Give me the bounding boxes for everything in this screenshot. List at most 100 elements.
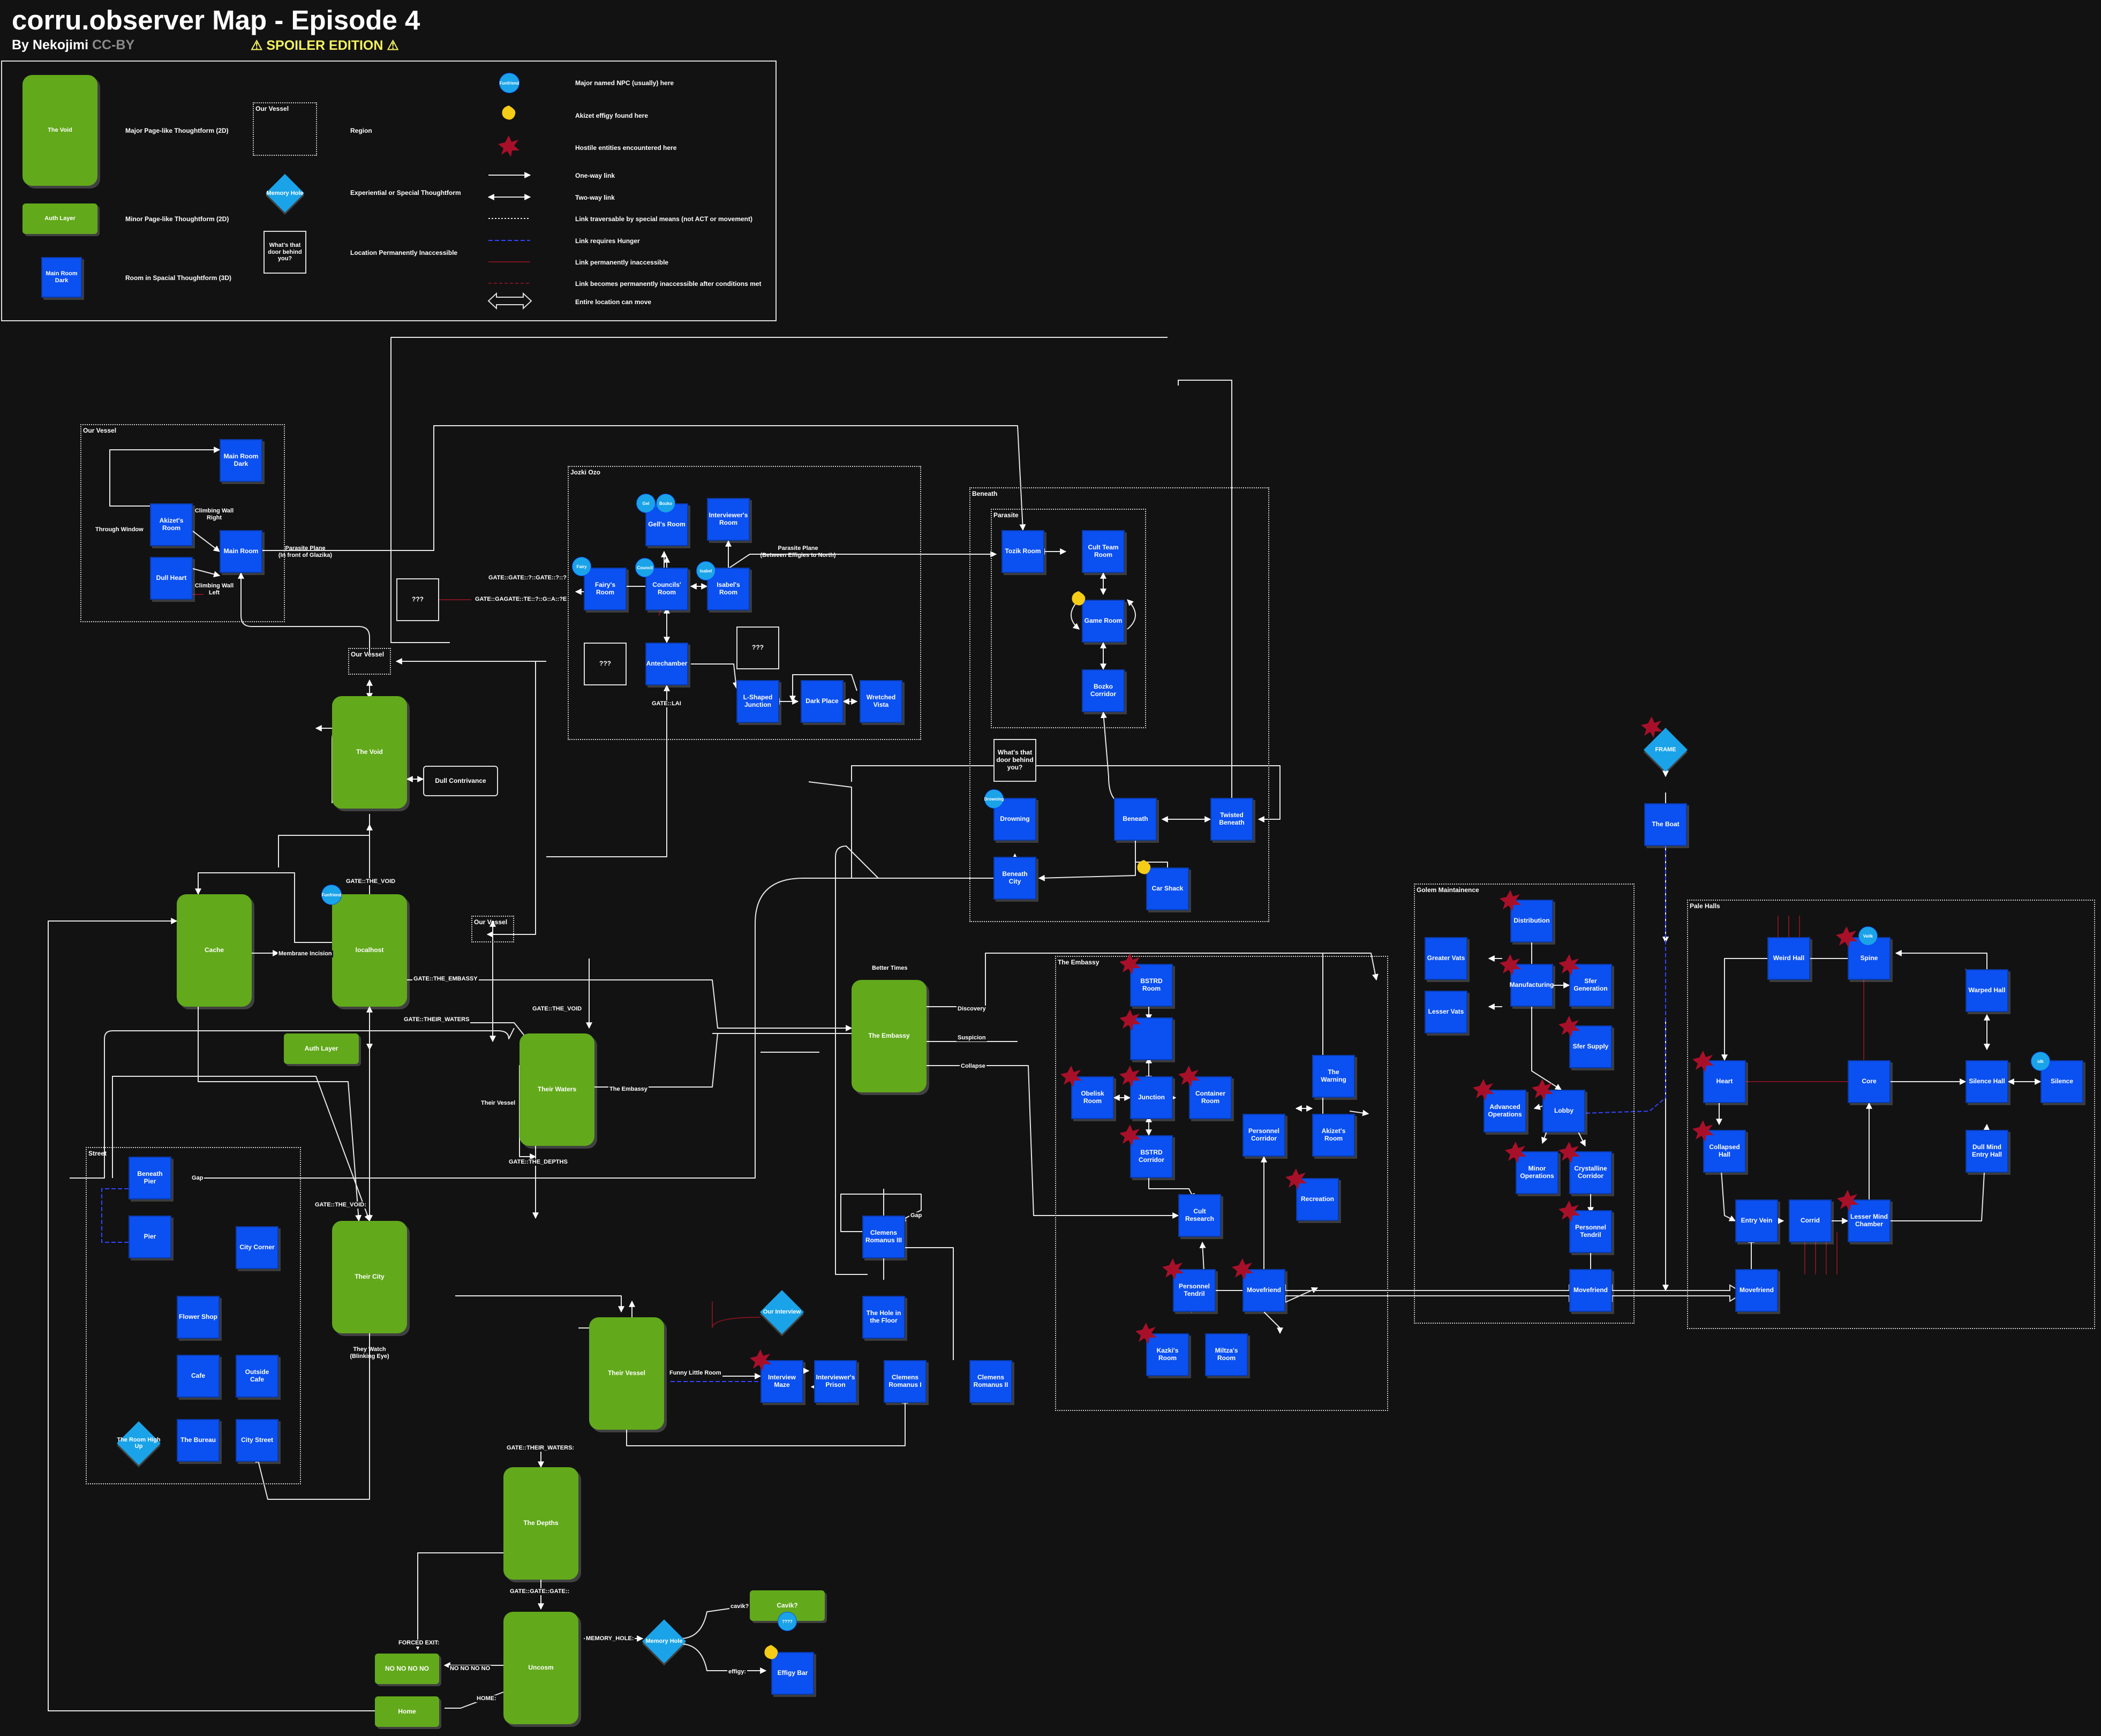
node-lesser-vats[interactable]: Lesser Vats bbox=[1425, 991, 1467, 1033]
node-flower-shop[interactable]: Flower Shop bbox=[177, 1296, 220, 1339]
node-gell-room[interactable]: Gell's Room bbox=[645, 503, 688, 546]
node-sfer-supply[interactable]: Sfer Supply bbox=[1569, 1025, 1612, 1068]
node-unknown-1[interactable]: ??? bbox=[396, 578, 439, 621]
node-the-depths[interactable]: The Depths bbox=[503, 1467, 578, 1580]
node-interviewer-prison[interactable]: Interviewer's Prison bbox=[814, 1360, 857, 1403]
node-greater-vats[interactable]: Greater Vats bbox=[1425, 937, 1467, 980]
node-room-high-up[interactable]: The Room High Up bbox=[115, 1419, 163, 1467]
node-drowning[interactable]: Drowning bbox=[993, 798, 1036, 841]
node-silence-hall[interactable]: Silence Hall bbox=[1966, 1060, 2008, 1103]
node-miltza-room[interactable]: Miltza's Room bbox=[1205, 1333, 1248, 1376]
node-frame[interactable]: FRAME bbox=[1641, 726, 1690, 774]
node-weird-hall[interactable]: Weird Hall bbox=[1767, 937, 1810, 980]
node-crystalline-corridor[interactable]: Crystalline Corridor bbox=[1569, 1151, 1612, 1194]
node-dull-contrivance[interactable]: Dull Contrivance bbox=[423, 766, 498, 796]
node-cult-team-room[interactable]: Cult Team Room bbox=[1082, 530, 1125, 573]
node-cult-research[interactable]: Cult Research bbox=[1178, 1194, 1221, 1237]
node-wretched-vista[interactable]: Wretched Vista bbox=[860, 680, 902, 723]
region-our-vessel-2[interactable]: Our Vessel bbox=[348, 648, 391, 675]
node-movefriend-pale[interactable]: Movefriend bbox=[1735, 1269, 1778, 1312]
node-councils-room[interactable]: Councils' Room bbox=[645, 568, 688, 610]
node-personnel-tendril-embassy[interactable]: Personnel Tendril bbox=[1173, 1269, 1216, 1312]
node-home[interactable]: Home bbox=[375, 1696, 439, 1727]
node-localhost[interactable]: localhost bbox=[332, 894, 407, 1007]
node-clemens-romanus-ii[interactable]: Clemens Romanus II bbox=[969, 1360, 1012, 1403]
node-pier[interactable]: Pier bbox=[129, 1216, 171, 1258]
node-car-shack[interactable]: Car Shack bbox=[1146, 867, 1189, 910]
node-antechamber[interactable]: Antechamber bbox=[645, 643, 688, 685]
node-their-vessel[interactable]: Their Vessel bbox=[589, 1317, 664, 1430]
node-akizet-room[interactable]: Akizet's Room bbox=[150, 503, 193, 546]
node-clemens-romanus-i[interactable]: Clemens Romanus I bbox=[884, 1360, 927, 1403]
node-memory-hole[interactable]: Memory Hole bbox=[640, 1617, 688, 1665]
node-movefriend-embassy[interactable]: Movefriend bbox=[1242, 1269, 1285, 1312]
node-clemens-romanus-iii[interactable]: Clemens Romanus III bbox=[862, 1216, 905, 1258]
node-cafe[interactable]: Cafe bbox=[177, 1355, 220, 1398]
node-beneath-pier[interactable]: Beneath Pier bbox=[129, 1157, 171, 1199]
node-dull-heart[interactable]: Dull Heart bbox=[150, 557, 193, 600]
node-minor-operations[interactable]: Minor Operations bbox=[1516, 1151, 1558, 1194]
node-corrid[interactable]: Corrid bbox=[1789, 1199, 1832, 1242]
node-core[interactable]: Core bbox=[1848, 1060, 1891, 1103]
node-movefriend-golem[interactable]: Movefriend bbox=[1569, 1269, 1612, 1312]
node-collapsed-hall[interactable]: Collapsed Hall bbox=[1703, 1130, 1746, 1173]
node-bstrd-corridor[interactable]: BSTRD Corridor bbox=[1130, 1135, 1173, 1178]
node-game-room[interactable]: Game Room bbox=[1082, 600, 1125, 643]
node-their-waters[interactable]: Their Waters bbox=[519, 1033, 594, 1146]
node-akizet-room-embassy[interactable]: Akizet's Room bbox=[1312, 1114, 1355, 1157]
node-lesser-mind-chamber[interactable]: Lesser Mind Chamber bbox=[1848, 1199, 1891, 1242]
node-the-bureau[interactable]: The Bureau bbox=[177, 1419, 220, 1462]
node-the-void[interactable]: The Void bbox=[332, 696, 407, 809]
node-door-behind-you[interactable]: What's that door behind you? bbox=[993, 739, 1036, 782]
node-advanced-operations[interactable]: Advanced Operations bbox=[1483, 1090, 1526, 1133]
node-dark-place[interactable]: Dark Place bbox=[801, 680, 844, 723]
node-the-boat[interactable]: The Boat bbox=[1644, 803, 1687, 846]
node-recreation[interactable]: Recreation bbox=[1296, 1178, 1339, 1221]
node-junction[interactable]: Junction bbox=[1130, 1076, 1173, 1119]
node-tozik-room[interactable]: Tozik Room bbox=[1001, 530, 1044, 573]
node-interview-maze[interactable]: Interview Maze bbox=[760, 1360, 803, 1403]
node-distribution[interactable]: Distribution bbox=[1510, 900, 1553, 942]
node-fairy-room[interactable]: Fairy's Room bbox=[584, 568, 627, 610]
node-our-interview[interactable]: Our Interview bbox=[758, 1288, 806, 1336]
node-main-room-dark[interactable]: Main Room Dark bbox=[220, 439, 262, 482]
node-unnamed-room[interactable] bbox=[1130, 1017, 1173, 1060]
node-no-no-no-no[interactable]: NO NO NO NO bbox=[375, 1654, 439, 1684]
node-the-warning[interactable]: The Warning bbox=[1312, 1055, 1355, 1098]
node-dull-mind-entry-hall[interactable]: Dull Mind Entry Hall bbox=[1966, 1130, 2008, 1173]
node-beneath-city[interactable]: Beneath City bbox=[993, 857, 1036, 900]
node-interviewer-room[interactable]: Interviewer's Room bbox=[707, 498, 750, 541]
node-manufacturing[interactable]: Manufacturing bbox=[1510, 964, 1554, 1007]
node-container-room[interactable]: Container Room bbox=[1189, 1076, 1232, 1119]
node-effigy-bar[interactable]: Effigy Bar bbox=[771, 1652, 814, 1695]
node-unknown-3[interactable]: ??? bbox=[736, 627, 779, 669]
node-lobby[interactable]: Lobby bbox=[1542, 1090, 1585, 1133]
node-main-room[interactable]: Main Room bbox=[220, 530, 262, 573]
node-city-street[interactable]: City Street bbox=[236, 1419, 278, 1462]
node-kazki-room[interactable]: Kazki's Room bbox=[1146, 1333, 1189, 1376]
region-our-vessel-3[interactable]: Our Vessel bbox=[471, 916, 514, 942]
node-uncosm[interactable]: Uncosm bbox=[503, 1612, 578, 1724]
node-bozko-corridor[interactable]: Bozko Corridor bbox=[1082, 669, 1125, 712]
node-unknown-2[interactable]: ??? bbox=[584, 643, 627, 685]
node-warped-hall[interactable]: Warped Hall bbox=[1966, 969, 2008, 1012]
node-l-shaped-junction[interactable]: L-Shaped Junction bbox=[736, 680, 779, 723]
node-cache[interactable]: Cache bbox=[177, 894, 252, 1007]
region-beneath: Beneath bbox=[969, 487, 1269, 922]
node-heart[interactable]: Heart bbox=[1703, 1060, 1746, 1103]
node-entry-vein[interactable]: Entry Vein bbox=[1735, 1199, 1778, 1242]
node-city-corner[interactable]: City Corner bbox=[236, 1226, 278, 1269]
node-obelisk-room[interactable]: Obelisk Room bbox=[1071, 1076, 1114, 1119]
node-sfer-generation[interactable]: Sfer Generation bbox=[1569, 964, 1612, 1007]
node-outside-cafe[interactable]: Outside Cafe bbox=[236, 1355, 278, 1398]
node-bstrd-room[interactable]: BSTRD Room bbox=[1130, 964, 1173, 1007]
node-hole-in-the-floor[interactable]: The Hole in the Floor bbox=[862, 1296, 905, 1339]
node-twisted-beneath[interactable]: Twisted Beneath bbox=[1210, 798, 1253, 841]
node-auth-layer[interactable]: Auth Layer bbox=[284, 1033, 359, 1064]
node-spine[interactable]: Spine bbox=[1848, 937, 1891, 980]
node-the-embassy[interactable]: The Embassy bbox=[852, 980, 927, 1092]
node-personnel-corridor[interactable]: Personnel Corridor bbox=[1242, 1114, 1285, 1157]
node-their-city[interactable]: Their City bbox=[332, 1221, 407, 1333]
node-beneath[interactable]: Beneath bbox=[1114, 798, 1157, 841]
node-personnel-tendril-golem[interactable]: Personnel Tendril bbox=[1569, 1210, 1612, 1253]
